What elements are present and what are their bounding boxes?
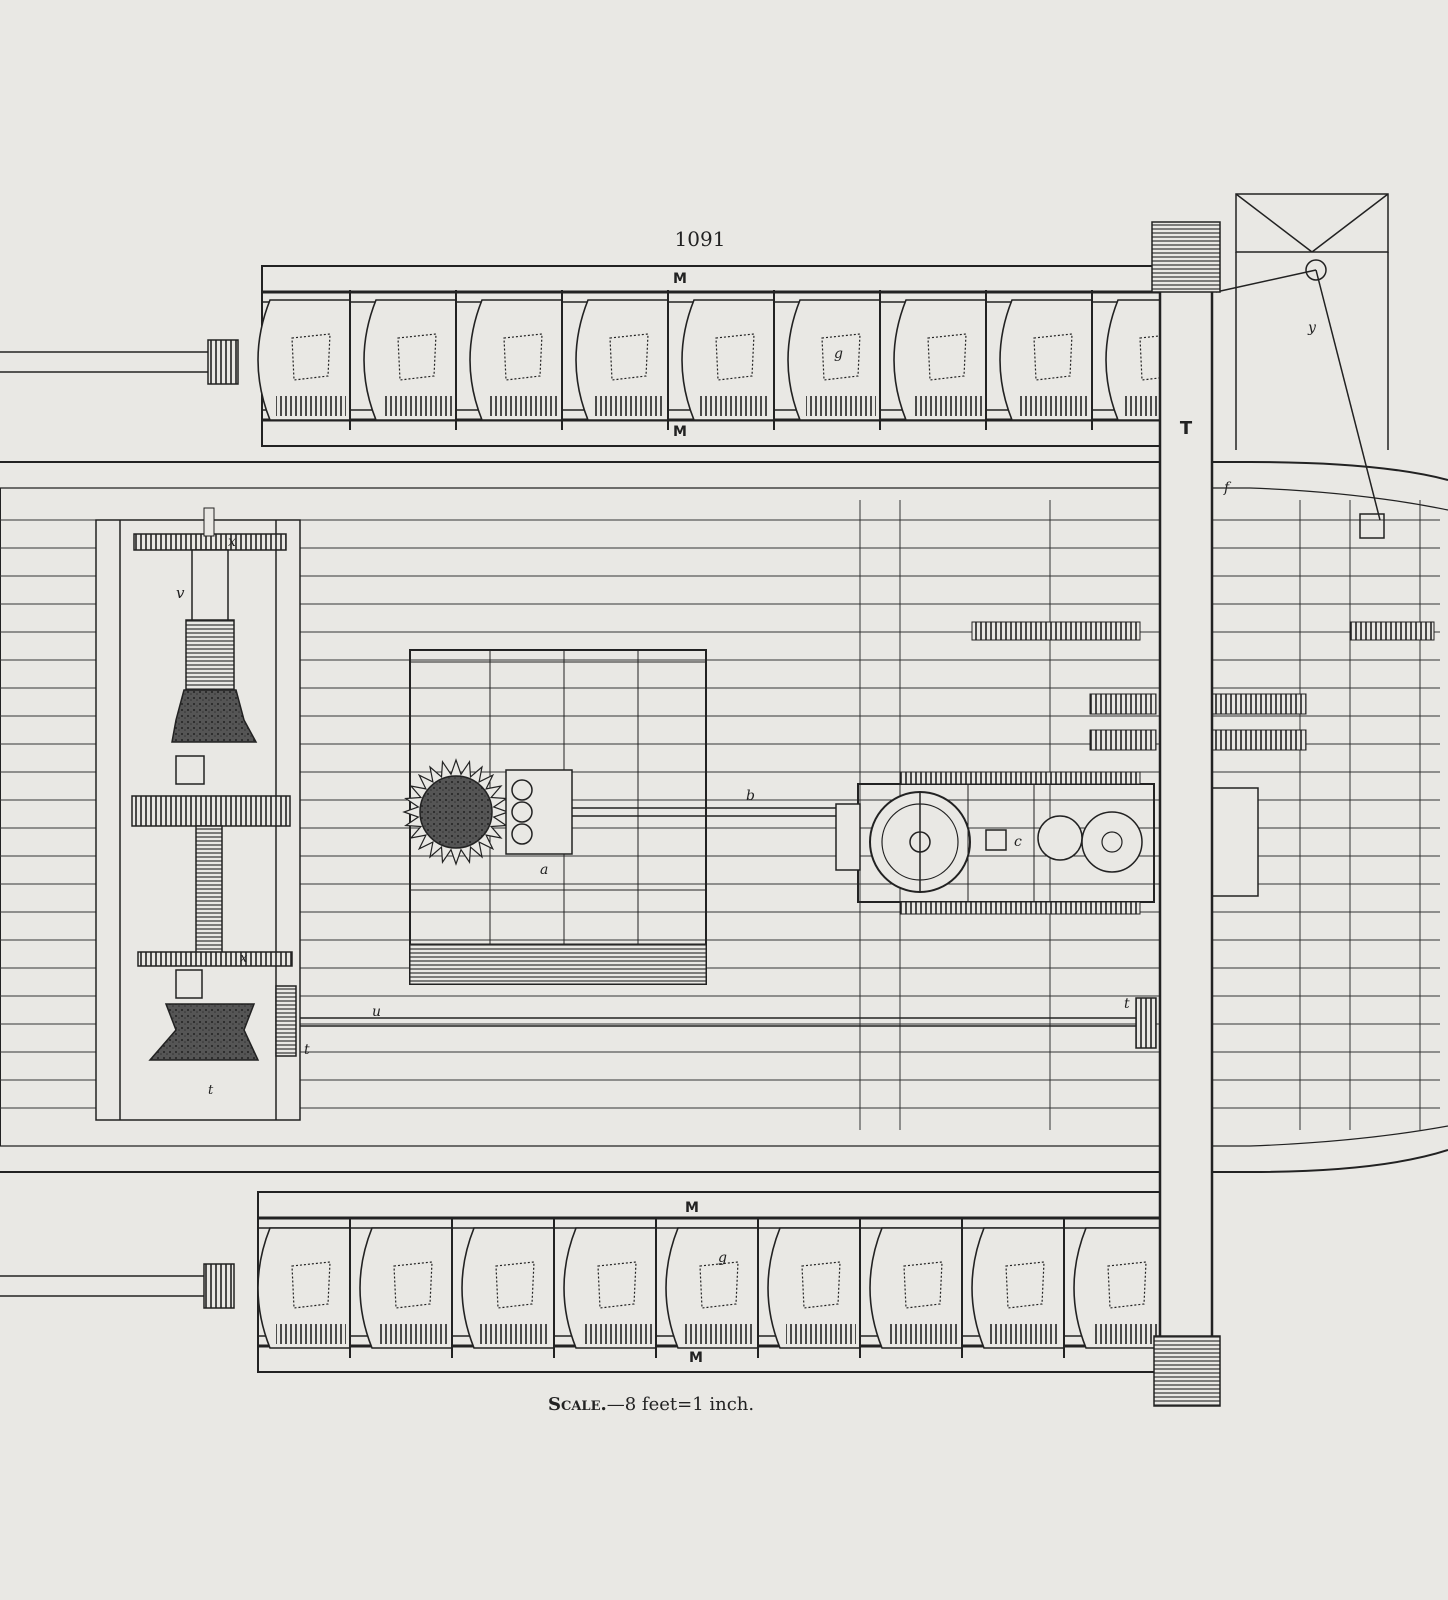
engine-a — [505, 769, 573, 855]
label-g-top: g — [834, 346, 843, 362]
bucket — [787, 290, 881, 430]
label-g-bottom: g — [718, 1250, 727, 1266]
bucket — [999, 290, 1093, 430]
label-x-lower: x — [240, 951, 248, 966]
label-M-bottom-lower: M — [689, 1350, 703, 1366]
figure-number: 1091 — [675, 227, 726, 251]
label-t-bottom: t — [208, 1083, 214, 1098]
scale-caption-lead: Scale. — [548, 1394, 607, 1415]
scale-caption: Scale.—8 feet=1 inch. — [548, 1394, 754, 1415]
shaft-u — [300, 1017, 1136, 1027]
bucket — [469, 290, 563, 430]
middle-spur-gear — [131, 795, 291, 827]
winch-block-lower — [175, 969, 203, 999]
boiler-block — [409, 649, 707, 985]
label-c: c — [1014, 834, 1022, 850]
tower-t — [1151, 221, 1221, 1407]
bottom-buckets — [257, 1218, 1167, 1358]
bucket — [359, 1218, 453, 1358]
deck-hull — [0, 461, 1448, 1173]
label-T: T — [1180, 418, 1193, 439]
gear-racks — [971, 621, 1435, 751]
deck-planks — [0, 500, 1440, 1130]
bucket — [575, 290, 669, 430]
upper-winch-drum — [171, 689, 258, 743]
label-t-right: t — [1124, 996, 1130, 1012]
bucket — [665, 1218, 759, 1358]
bucket — [363, 290, 457, 430]
bevel-gear-right — [1135, 997, 1157, 1049]
connecting-rod-b — [572, 807, 836, 817]
label-v: v — [176, 584, 185, 602]
bucket — [681, 290, 775, 430]
label-t-left: t — [304, 1042, 310, 1058]
winch-block — [175, 755, 205, 785]
lower-winch-drum — [148, 1003, 260, 1061]
label-y: y — [1307, 320, 1317, 336]
label-a: a — [540, 862, 548, 878]
bucket — [767, 1218, 861, 1358]
bucket — [461, 1218, 555, 1358]
plate-labels: 1091 M M M M T g g y f x v x a b c u t t… — [176, 227, 1317, 1415]
label-u: u — [372, 1004, 381, 1020]
furnace-wheel — [402, 758, 510, 866]
scale-caption-value: —8 feet=1 inch. — [607, 1394, 754, 1415]
bucket — [971, 1218, 1065, 1358]
bucket — [1073, 1218, 1167, 1358]
bucket — [563, 1218, 657, 1358]
label-b: b — [746, 788, 755, 804]
lower-spur-gear — [137, 951, 293, 967]
hopper-guide — [1215, 193, 1389, 539]
bucket — [893, 290, 987, 430]
label-x-upper: x — [228, 534, 236, 550]
label-M-bottom-upper: M — [685, 1200, 699, 1216]
worm-shaft — [195, 825, 223, 959]
bucket — [869, 1218, 963, 1358]
bucket — [257, 290, 351, 430]
label-M-top-lower: M — [673, 424, 687, 440]
top-buckets — [257, 290, 1199, 430]
label-M-top-upper: M — [673, 271, 687, 287]
engine-c — [835, 771, 1259, 915]
label-f: f — [1223, 480, 1232, 496]
winch-shaft-upper — [185, 549, 235, 691]
bucket — [257, 1218, 351, 1358]
bevel-gear-left — [275, 985, 297, 1057]
